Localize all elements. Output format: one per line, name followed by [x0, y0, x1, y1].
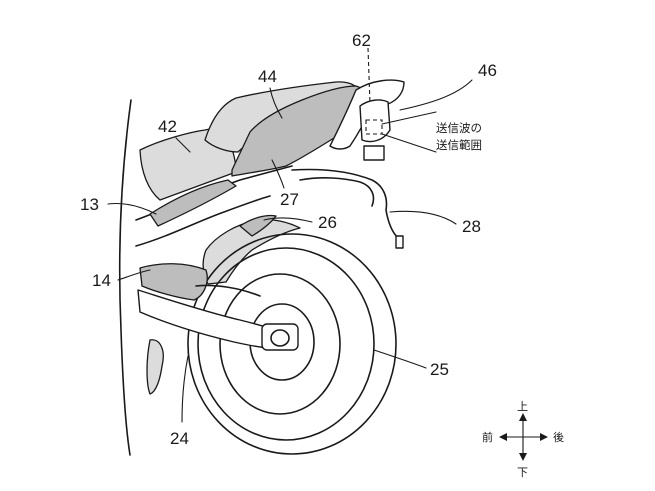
label-24: 24: [170, 429, 189, 448]
label-46: 46: [478, 61, 497, 80]
fender-inner: [299, 177, 375, 207]
label-28: 28: [462, 217, 481, 236]
rider-leg-outline: [118, 99, 132, 456]
range-line-upper: [381, 111, 437, 125]
rear-tire: [187, 233, 397, 455]
leader-24: [181, 355, 189, 423]
label-42: 42: [158, 117, 177, 136]
label-44: 44: [258, 67, 277, 86]
leader-26: [263, 217, 313, 223]
arrow-down-icon: [519, 453, 527, 461]
axle: [270, 329, 290, 347]
rear-rim: [219, 273, 341, 415]
dir-up: 上: [517, 400, 528, 413]
axle-block: [261, 323, 299, 351]
arrow-left-icon: [499, 433, 507, 441]
leader-28: [389, 210, 457, 225]
footpeg-bracket: [146, 339, 164, 395]
dir-rear: 後: [553, 430, 564, 444]
radar-sensor-core: [365, 119, 383, 135]
leader-44: [269, 87, 283, 119]
label-27: 27: [280, 190, 299, 209]
range-line-lower: [381, 133, 437, 153]
arrow-up-icon: [519, 413, 527, 421]
frame-lower: [135, 195, 271, 247]
range-note-line1: 送信波の: [436, 121, 482, 135]
label-14: 14: [92, 271, 111, 290]
frame-plate: [149, 179, 237, 227]
dir-down: 下: [517, 466, 528, 479]
rear-fender: [291, 168, 399, 239]
leader-14: [117, 269, 151, 281]
leader-25: [373, 349, 427, 369]
leader-27: [271, 159, 285, 189]
rear-tire-inner: [197, 247, 375, 441]
shock-link-lower: [195, 284, 261, 297]
chain-guard-tip: [239, 214, 277, 237]
shock-link: [139, 263, 208, 301]
radar-sensor: [359, 99, 391, 143]
label-25: 25: [430, 360, 449, 379]
leader-62: [367, 47, 371, 105]
dir-front: 前: [482, 430, 493, 444]
leader-42: [175, 137, 191, 153]
arrow-right-icon: [540, 433, 548, 441]
label-62: 62: [352, 31, 371, 50]
label-13: 13: [80, 195, 99, 214]
range-note-line2: 送信範囲: [436, 138, 482, 152]
license-bracket: [395, 235, 404, 249]
leader-13: [107, 202, 157, 215]
leader-46: [399, 79, 473, 111]
rear-reflector: [363, 145, 385, 161]
label-26: 26: [318, 213, 337, 232]
direction-compass: 上 下 前 後: [482, 400, 564, 479]
